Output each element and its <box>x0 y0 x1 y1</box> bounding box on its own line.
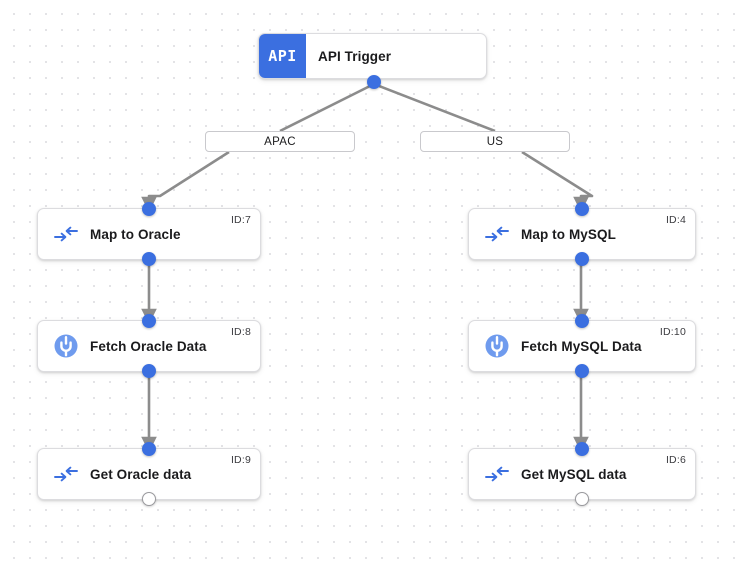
edge-us-map-mysql <box>521 150 594 213</box>
mapping-arrows-icon <box>483 220 511 248</box>
edge-trigger-us <box>373 82 496 133</box>
node-get-mysql-data[interactable]: Get MySQL data ID:6 <box>468 442 696 506</box>
edge-trigger-apac <box>279 82 375 133</box>
node-api-trigger[interactable]: API API Trigger <box>258 33 487 79</box>
connector-plug-icon <box>52 332 80 360</box>
port-input[interactable] <box>142 202 156 216</box>
port-input[interactable] <box>142 314 156 328</box>
api-badge-icon: API <box>259 34 306 78</box>
edge-apac-map-oracle <box>141 150 230 213</box>
node-id-label: ID:4 <box>665 214 686 226</box>
port-output-unconnected[interactable] <box>142 492 156 506</box>
port-output-unconnected[interactable] <box>575 492 589 506</box>
node-title: Map to MySQL <box>521 226 616 242</box>
node-title: Get MySQL data <box>521 466 627 482</box>
connector-plug-icon <box>483 332 511 360</box>
port-output[interactable] <box>142 252 156 266</box>
node-title: Map to Oracle <box>90 226 181 242</box>
node-get-oracle-data[interactable]: Get Oracle data ID:9 <box>37 442 261 506</box>
node-id-label: ID:6 <box>665 454 686 466</box>
node-title: Fetch Oracle Data <box>90 338 207 354</box>
node-fetch-oracle-data[interactable]: Fetch Oracle Data ID:8 <box>37 314 261 378</box>
port-output[interactable] <box>575 364 589 378</box>
mapping-arrows-icon <box>52 460 80 488</box>
port-input[interactable] <box>575 442 589 456</box>
port-trigger-output[interactable] <box>367 75 381 89</box>
node-title: API Trigger <box>318 48 392 64</box>
node-id-label: ID:7 <box>230 214 251 226</box>
port-input[interactable] <box>142 442 156 456</box>
port-output[interactable] <box>575 252 589 266</box>
node-title: Get Oracle data <box>90 466 192 482</box>
api-badge-label: API <box>268 47 297 65</box>
node-map-to-mysql[interactable]: Map to MySQL ID:4 <box>468 202 696 266</box>
mapping-arrows-icon <box>483 460 511 488</box>
api-trigger-body: API Trigger <box>306 49 486 64</box>
node-title: Fetch MySQL Data <box>521 338 642 354</box>
mapping-arrows-icon <box>52 220 80 248</box>
edge-label-us[interactable]: US <box>420 131 570 152</box>
edge-label-apac[interactable]: APAC <box>205 131 355 152</box>
node-map-to-oracle[interactable]: Map to Oracle ID:7 <box>37 202 261 266</box>
node-id-label: ID:8 <box>230 326 251 338</box>
node-fetch-mysql-data[interactable]: Fetch MySQL Data ID:10 <box>468 314 696 378</box>
node-id-label: ID:9 <box>230 454 251 466</box>
port-input[interactable] <box>575 314 589 328</box>
port-input[interactable] <box>575 202 589 216</box>
node-id-label: ID:10 <box>659 326 686 338</box>
port-output[interactable] <box>142 364 156 378</box>
